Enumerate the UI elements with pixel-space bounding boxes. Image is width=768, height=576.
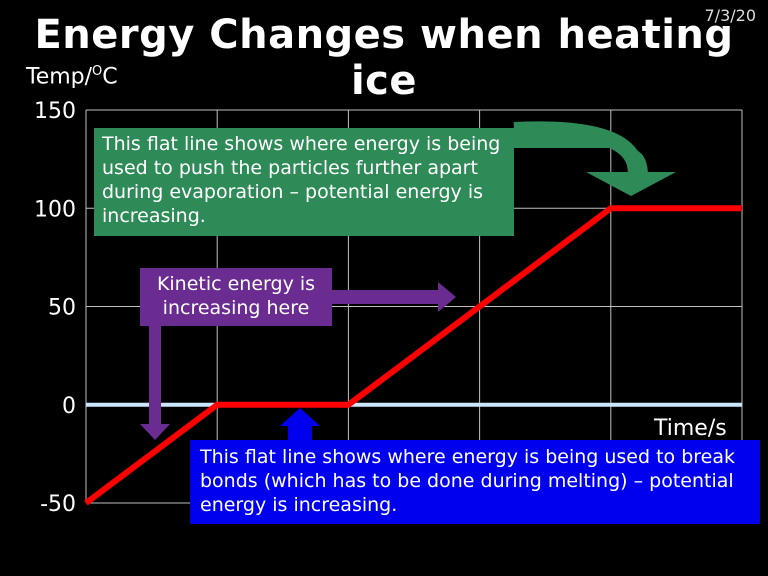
kinetic-arrow-down-head (140, 424, 170, 440)
slide-date: 7/3/20 (704, 6, 757, 25)
y-tick-label: 50 (48, 296, 76, 321)
slide-title: Energy Changes when heating ice (34, 12, 734, 104)
melting-arrow-shaft (288, 424, 312, 444)
kinetic-arrow-down-shaft (149, 326, 161, 426)
callout-kinetic: Kinetic energy is increasing here (140, 268, 332, 326)
melting-arrow-head (280, 408, 320, 426)
y-axis-label: Temp/OC (26, 64, 118, 89)
evaporation-arrow-head (586, 172, 676, 196)
y-axis-label-text: Temp/ (26, 64, 93, 90)
kinetic-arrow-right-head (438, 282, 456, 312)
x-axis-label: Time/s (654, 416, 727, 441)
y-tick-label: 100 (34, 197, 76, 222)
y-tick-label: 0 (62, 394, 76, 419)
y-tick-label: 150 (34, 99, 76, 124)
kinetic-arrow-right-shaft (332, 290, 440, 304)
evaporation-arrow-curve (514, 132, 648, 176)
callout-melting: This flat line shows where energy is bei… (190, 440, 760, 524)
callout-evaporation: This flat line shows where energy is bei… (94, 128, 514, 236)
y-axis-label-unit: C (102, 64, 118, 90)
y-tick-label: -50 (40, 492, 76, 517)
evaporation-arrow-shaft (513, 121, 645, 177)
y-axis-label-degree: O (92, 64, 103, 79)
